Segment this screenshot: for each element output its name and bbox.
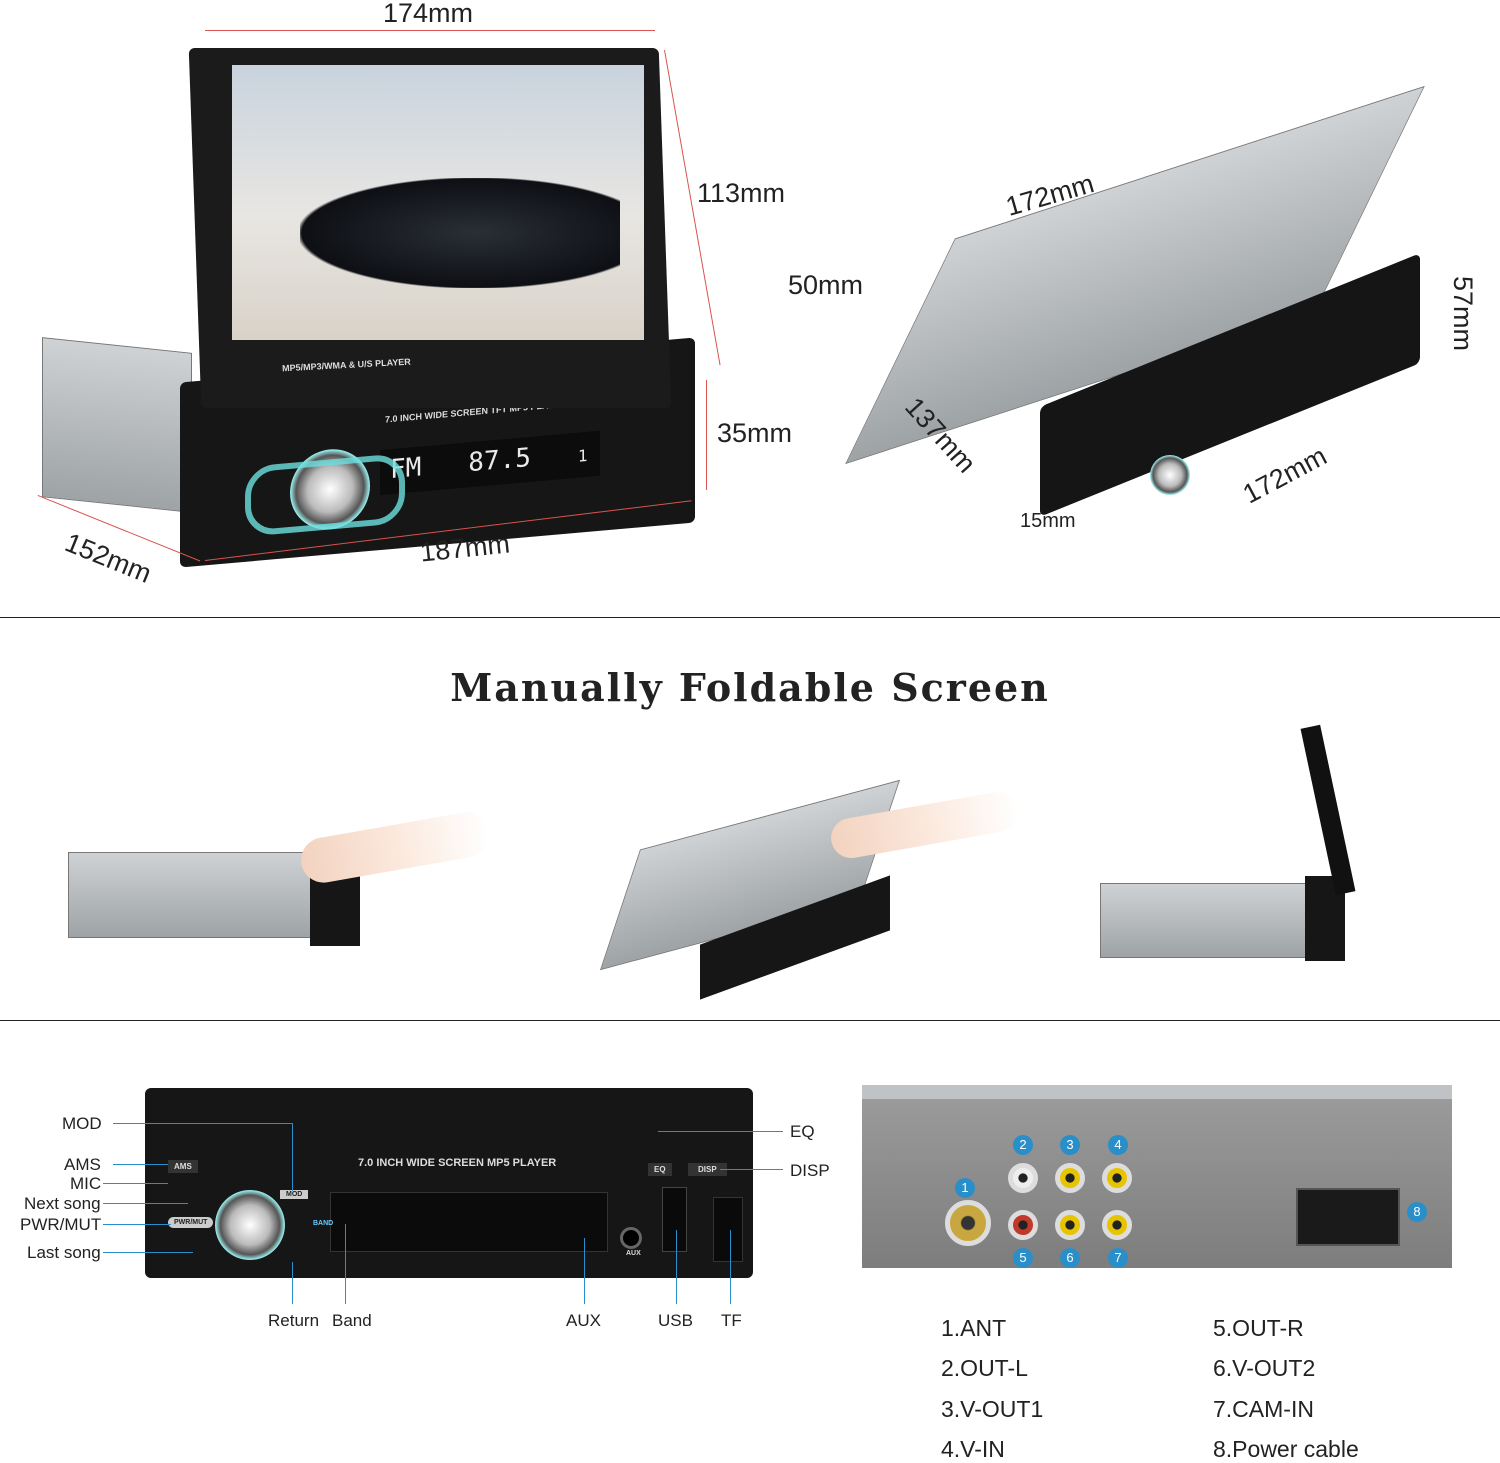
lcd-window: [330, 1192, 608, 1252]
callout-line: [658, 1131, 783, 1132]
callout-usb: USB: [658, 1311, 693, 1330]
dim-113: 113mm: [697, 178, 786, 208]
divider: [0, 617, 1500, 618]
legend-2: 2.OUT-L: [941, 1355, 1028, 1381]
power-connector: [1296, 1188, 1400, 1246]
dim-50: 50mm: [788, 270, 864, 300]
divider: [0, 1020, 1500, 1021]
callout-line: [103, 1252, 193, 1253]
callout-line: [292, 1123, 293, 1191]
num-8: 8: [1407, 1202, 1427, 1222]
front-panel-label: 7.0 INCH WIDE SCREEN MP5 PLAYER: [358, 1157, 557, 1169]
pwr-button[interactable]: PWR/MUT: [168, 1217, 214, 1228]
mod-button[interactable]: MOD: [280, 1190, 309, 1199]
disp-button[interactable]: DISP: [688, 1163, 727, 1176]
dim-line: [706, 380, 707, 490]
callout-line: [730, 1230, 731, 1304]
screen-car-image: [300, 178, 620, 288]
usb-port[interactable]: [662, 1187, 687, 1252]
legend-3: 3.V-OUT1: [941, 1396, 1044, 1422]
num-3: 3: [1060, 1135, 1080, 1155]
rca-cam-in: [1102, 1210, 1132, 1240]
callout-mod: MOD: [62, 1114, 102, 1133]
num-2: 2: [1013, 1135, 1033, 1155]
num-4: 4: [1108, 1135, 1128, 1155]
dim-35: 35mm: [717, 418, 793, 448]
num-1: 1: [955, 1178, 975, 1198]
legend-5: 5.OUT-R: [1213, 1315, 1304, 1341]
legend-6: 6.V-OUT2: [1213, 1355, 1316, 1381]
dim-line: [205, 30, 655, 31]
legend-1: 1.ANT: [941, 1315, 1007, 1341]
aux-label: AUX: [626, 1250, 641, 1257]
num-5: 5: [1013, 1248, 1033, 1268]
lcd-display: FM 87.5 1: [380, 430, 600, 496]
dim-15: 15mm: [1020, 510, 1076, 532]
side-view-3: [1100, 883, 1310, 958]
display-frequency: 87.5: [468, 442, 531, 479]
callout-line: [103, 1224, 171, 1225]
callout-aux: AUX: [566, 1311, 601, 1330]
callout-line: [720, 1169, 783, 1170]
callout-band: Band: [332, 1311, 372, 1330]
callout-line: [676, 1230, 677, 1304]
callout-return: Return: [268, 1311, 320, 1330]
iso-knob: [1150, 455, 1190, 495]
callout-line: [103, 1203, 188, 1204]
ant-connector: [945, 1200, 991, 1246]
hand-1: [297, 808, 493, 887]
raised-screen: [1300, 724, 1356, 896]
num-6: 6: [1060, 1248, 1080, 1268]
rca-v-out2: [1055, 1210, 1085, 1240]
callout-line: [292, 1262, 293, 1304]
legend-8: 8.Power cable: [1213, 1436, 1359, 1462]
dim-172-front: 172mm: [1237, 440, 1332, 510]
callout-line: [113, 1123, 293, 1124]
callout-pwr-mut: PWR/MUT: [20, 1215, 102, 1234]
legend-7: 7.CAM-IN: [1213, 1396, 1314, 1422]
callout-mic: MIC: [70, 1174, 102, 1193]
aux-jack[interactable]: [620, 1227, 642, 1249]
section-title: Manually Foldable Screen: [450, 665, 1050, 710]
callout-line: [584, 1238, 585, 1304]
callout-line: [113, 1164, 168, 1165]
callout-ams: AMS: [64, 1155, 101, 1174]
dim-57: 57mm: [1448, 275, 1479, 352]
display-preset: 1: [577, 445, 588, 466]
tf-slot[interactable]: [713, 1197, 743, 1262]
rca-out-l: [1008, 1163, 1038, 1193]
chassis: [42, 337, 192, 513]
ams-button[interactable]: AMS: [168, 1160, 198, 1173]
callout-tf: TF: [721, 1311, 742, 1330]
rca-v-in: [1102, 1163, 1132, 1193]
callout-eq: EQ: [790, 1122, 815, 1141]
cyan-button-cluster[interactable]: [245, 452, 405, 537]
callout-line: [345, 1224, 346, 1304]
knob[interactable]: [215, 1190, 285, 1260]
callout-last-song: Last song: [27, 1243, 101, 1262]
side-view-1: [68, 852, 318, 938]
rca-out-r: [1008, 1210, 1038, 1240]
callout-next-song: Next song: [24, 1194, 101, 1213]
dim-174: 174mm: [383, 0, 474, 28]
rca-v-out1: [1055, 1163, 1085, 1193]
callout-line: [103, 1183, 168, 1184]
num-7: 7: [1108, 1248, 1128, 1268]
callout-disp: DISP: [790, 1161, 830, 1180]
legend-4: 4.V-IN: [941, 1436, 1005, 1462]
eq-button[interactable]: EQ: [648, 1163, 672, 1176]
band-button[interactable]: BAND: [313, 1220, 334, 1227]
